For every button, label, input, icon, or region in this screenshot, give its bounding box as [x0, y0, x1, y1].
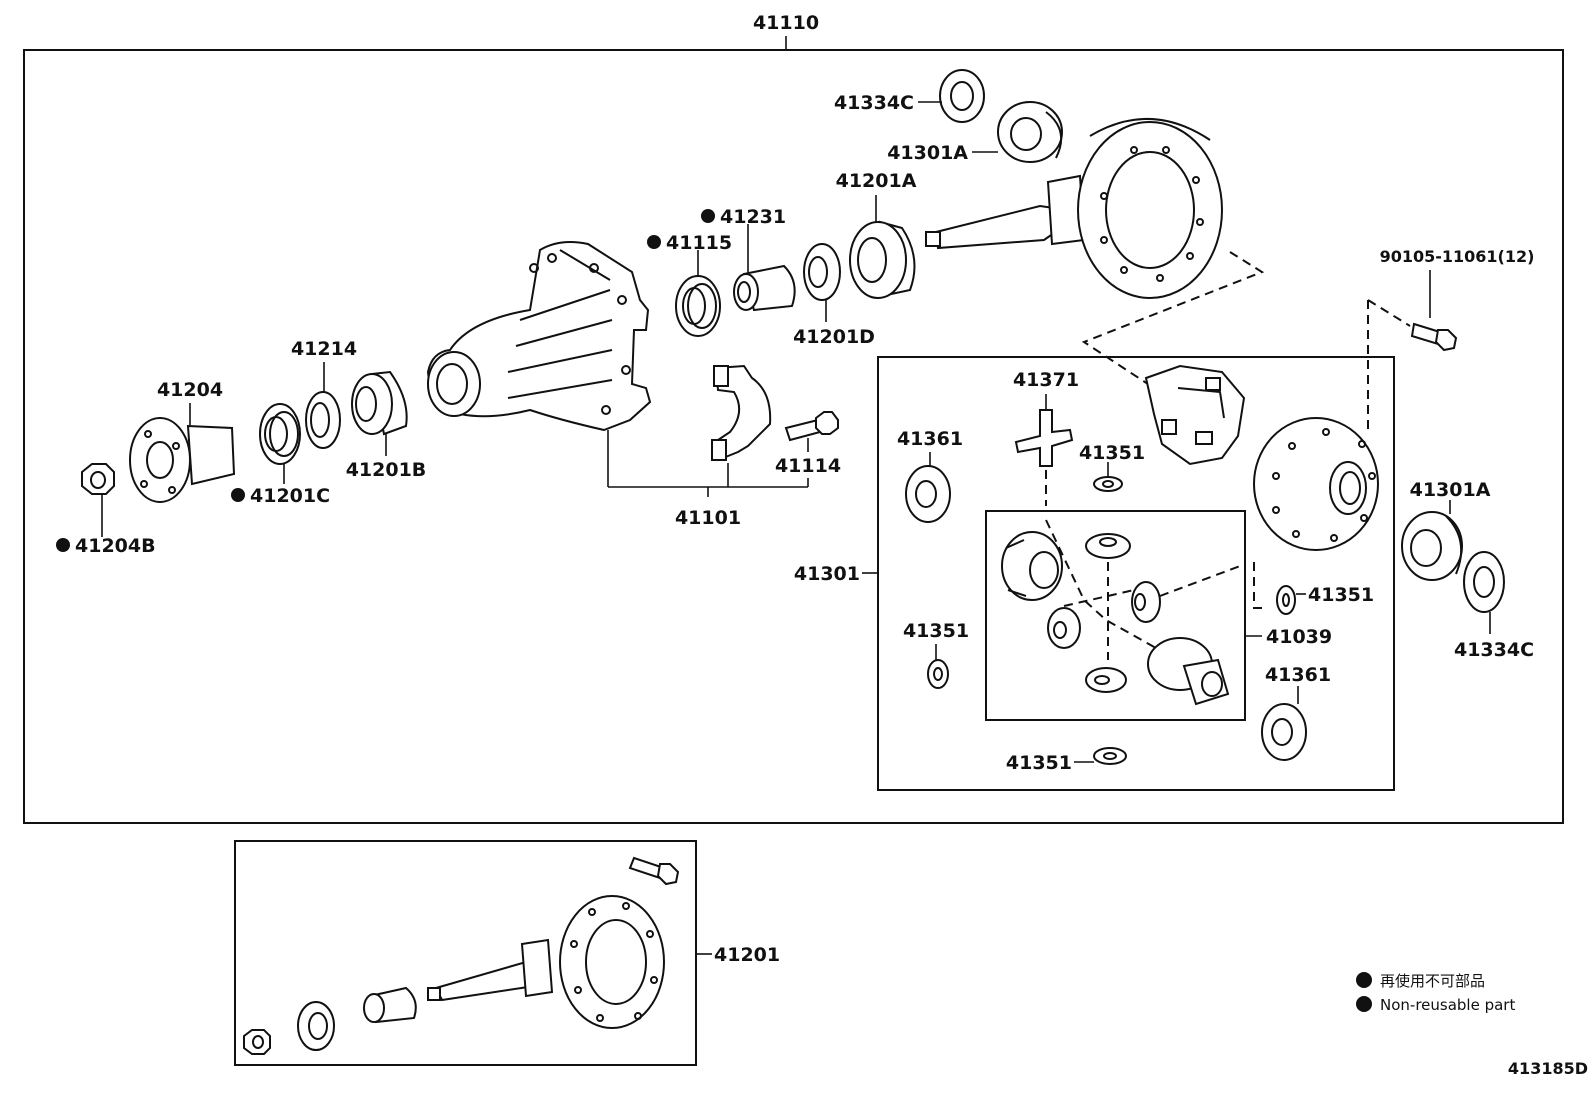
label-41334C-top[interactable]: 41334C — [834, 92, 914, 114]
label-41351-top[interactable]: 41351 — [1079, 442, 1145, 464]
label-41204B[interactable]: 41204B — [75, 535, 156, 557]
label-90105-11061[interactable]: 90105-11061(12) — [1380, 247, 1535, 266]
ring-pinion-gear-top-part[interactable] — [925, 118, 1223, 299]
bearing-41301A-right-part[interactable] — [1401, 511, 1463, 581]
seal-41115-part[interactable] — [675, 275, 721, 337]
label-41351-right[interactable]: 41351 — [1308, 584, 1374, 606]
legend-dot-jp — [1356, 972, 1372, 988]
label-41114[interactable]: 41114 — [775, 455, 841, 477]
label-41101[interactable]: 41101 — [675, 507, 741, 529]
label-41351-bottom[interactable]: 41351 — [1006, 752, 1072, 774]
label-41204[interactable]: 41204 — [157, 379, 223, 401]
washer-41351-bottom-part[interactable] — [1093, 747, 1127, 765]
pinion-gear-right-part[interactable] — [1131, 581, 1161, 623]
nut-41204B-part[interactable] — [81, 463, 115, 495]
diff-case-flange-part[interactable] — [1253, 417, 1379, 551]
washer-41351-top-part[interactable] — [1093, 476, 1123, 492]
label-41214[interactable]: 41214 — [291, 338, 357, 360]
label-41201[interactable]: 41201 — [714, 944, 780, 966]
bolt-90105-11061-part[interactable] — [1410, 322, 1458, 352]
label-41039[interactable]: 41039 — [1266, 626, 1332, 648]
non-reusable-dot-41115 — [647, 235, 661, 249]
label-41201B[interactable]: 41201B — [346, 459, 427, 481]
spacer-41231-part[interactable] — [733, 264, 796, 312]
label-41201D[interactable]: 41201D — [793, 326, 875, 348]
non-reusable-dot-41204B — [56, 538, 70, 552]
washer-41361-right-part[interactable] — [1261, 703, 1307, 761]
label-41301A-right[interactable]: 41301A — [1410, 479, 1491, 501]
washer-41361-left-part[interactable] — [905, 465, 951, 523]
legend-dot-en — [1356, 996, 1372, 1012]
label-41351-left[interactable]: 41351 — [903, 620, 969, 642]
legend-en: Non-reusable part — [1380, 996, 1515, 1014]
label-41110[interactable]: 41110 — [753, 12, 819, 34]
bearing-cap-41101-part[interactable] — [710, 364, 772, 462]
label-41361-right[interactable]: 41361 — [1265, 664, 1331, 686]
gear-kit-41039-frame — [985, 510, 1246, 721]
bearing-41301A-top-part[interactable] — [997, 101, 1063, 163]
non-reusable-dot-41201C — [231, 488, 245, 502]
label-41231[interactable]: 41231 — [720, 206, 786, 228]
diff-case-upper-part[interactable] — [1144, 364, 1246, 466]
label-41334C-right[interactable]: 41334C — [1454, 639, 1534, 661]
washer-41351-left-part[interactable] — [927, 659, 949, 689]
oil-seal-41334C-top-part[interactable] — [939, 69, 985, 123]
assembly-41110-frame — [23, 49, 1564, 824]
label-41371[interactable]: 41371 — [1013, 369, 1079, 391]
oil-seal-41334C-right-part[interactable] — [1463, 551, 1505, 613]
flange-41204-part[interactable] — [129, 417, 236, 503]
bolt-41114-part[interactable] — [784, 411, 839, 442]
washer-41201D-part[interactable] — [803, 243, 841, 301]
bearing-41201B-part[interactable] — [351, 370, 408, 436]
label-41361-left[interactable]: 41361 — [897, 428, 963, 450]
pinion-gear-lower-part[interactable] — [1085, 667, 1127, 693]
diagram-id: 413185D — [1508, 1059, 1588, 1078]
gear-set-41201-frame — [234, 840, 697, 1066]
label-41115[interactable]: 41115 — [666, 232, 732, 254]
gear-set-41201-parts[interactable] — [243, 856, 680, 1055]
oil-seal-41201C-part[interactable] — [259, 403, 301, 465]
pinion-gear-left-part[interactable] — [1047, 607, 1081, 649]
label-41201A[interactable]: 41201A — [836, 170, 917, 192]
legend-jp: 再使用不可部品 — [1380, 972, 1485, 990]
label-41301[interactable]: 41301 — [794, 563, 860, 585]
carrier-housing-41101-part[interactable] — [426, 241, 652, 432]
label-41201C[interactable]: 41201C — [250, 485, 330, 507]
bearing-41201A-part[interactable] — [849, 220, 916, 299]
side-gear-right-part[interactable] — [1147, 637, 1230, 706]
washer-41214-part[interactable] — [305, 391, 341, 449]
pinion-gear-upper-part[interactable] — [1085, 533, 1131, 559]
side-gear-left-part[interactable] — [1001, 531, 1063, 601]
label-41301A-top[interactable]: 41301A — [887, 142, 968, 164]
cross-shaft-41371-part[interactable] — [1014, 409, 1074, 467]
washer-41351-right-part[interactable] — [1276, 585, 1296, 615]
non-reusable-dot-41231 — [701, 209, 715, 223]
